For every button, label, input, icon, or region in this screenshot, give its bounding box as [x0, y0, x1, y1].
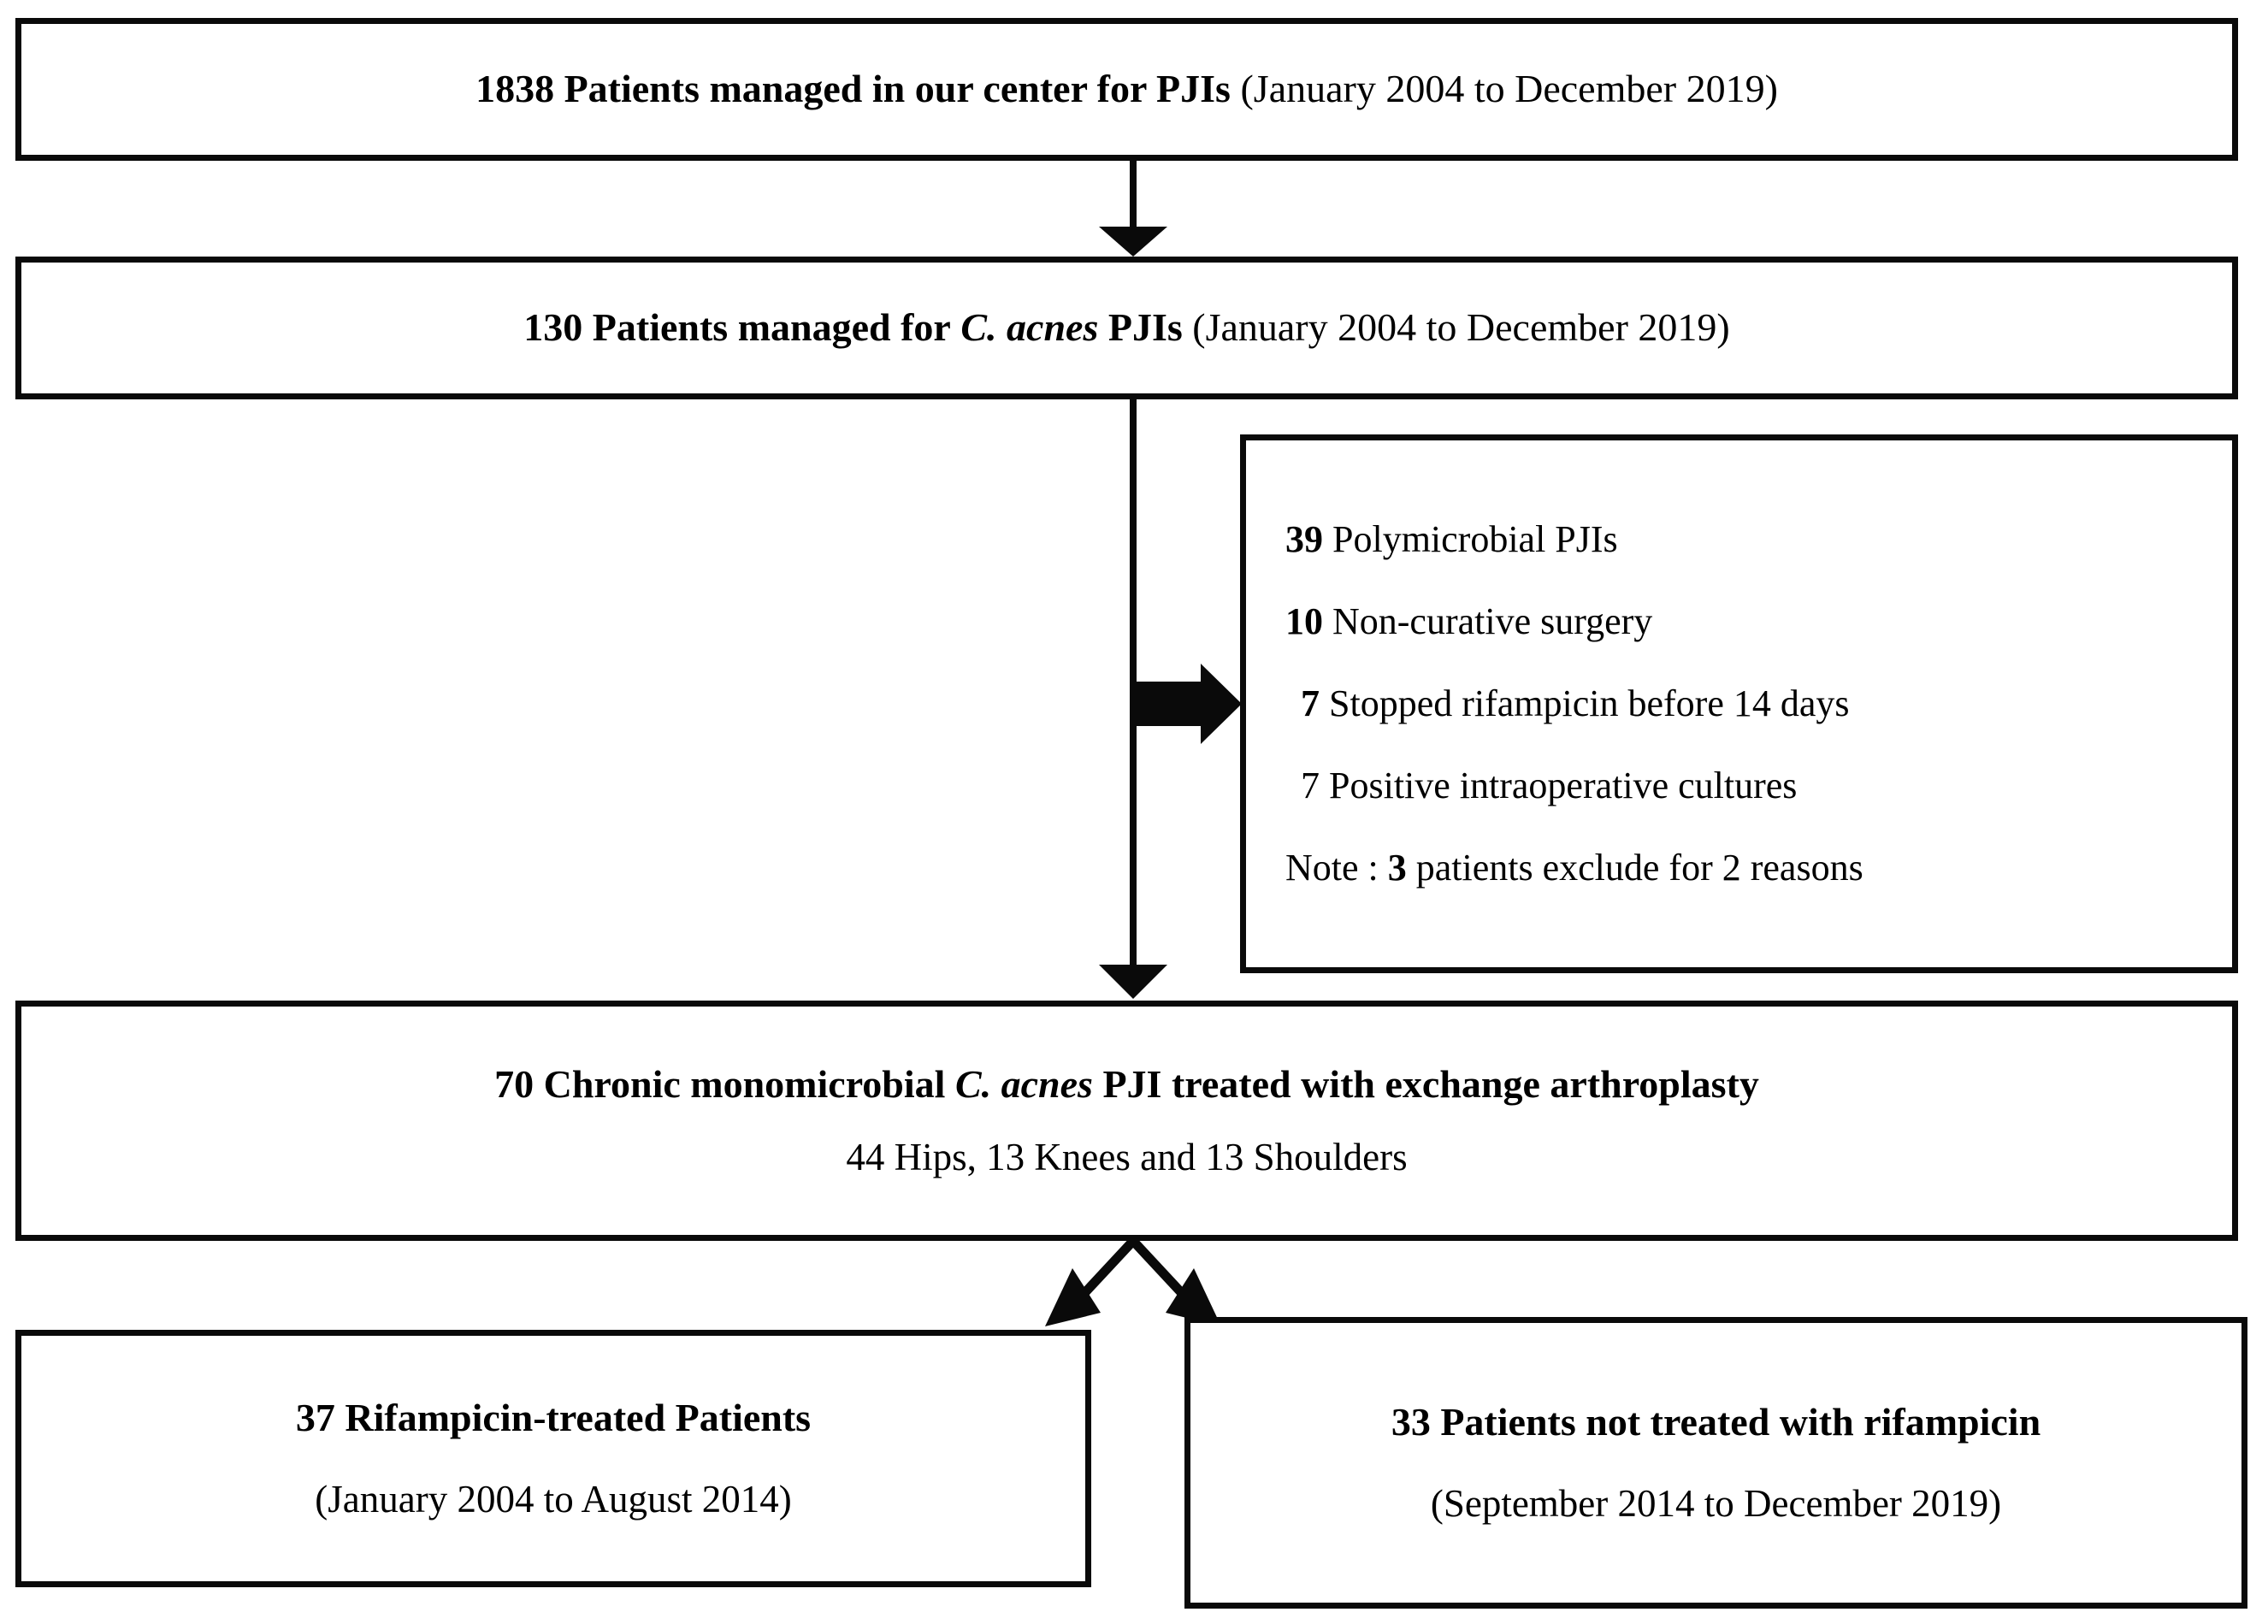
box-norif-label: Patients not treated with rifampicin — [1440, 1400, 2041, 1444]
exclusion-note-count: 3 — [1387, 846, 1407, 889]
box-chronic-sp2 — [945, 1062, 955, 1106]
box-total-label: Patients managed in our center for PJIs — [564, 67, 1231, 111]
box-rif-headline: 37 Rifampicin-treated Patients — [21, 1394, 1085, 1442]
box-cacnes-sp3 — [1098, 305, 1108, 349]
box-cacnes-organism: C. acnes — [960, 305, 1099, 350]
box-total-label-spacer — [554, 67, 564, 110]
box-total-gap — [1231, 67, 1241, 110]
list-item: 7 Stopped rifampicin before 14 days — [1285, 682, 2232, 726]
box-chronic-breakdown: 44 Hips, 13 Knees and 13 Shoulders — [846, 1136, 1408, 1179]
exclusion-gap — [1323, 600, 1332, 642]
box-norif-count: 33 — [1391, 1400, 1431, 1444]
box-cacnes-sp2 — [951, 305, 961, 349]
exclusion-note-prefix: Note : — [1285, 846, 1388, 889]
box-cacnes-text: 130 Patients managed for C. acnes PJIs (… — [21, 304, 2232, 351]
exclusion-count: 10 — [1285, 600, 1323, 643]
exclusion-count: 7 — [1301, 764, 1320, 806]
exclusion-text: Stopped rifampicin before 14 days — [1329, 682, 1850, 725]
box-chronic-count: 70 — [494, 1062, 535, 1106]
box-cacnes-sp1 — [582, 305, 593, 349]
box-rif-period: (January 2004 to August 2014) — [315, 1478, 792, 1521]
exclusion-text: Non-curative surgery — [1332, 600, 1653, 643]
box-total-text: 1838 Patients managed in our center for … — [21, 65, 2232, 113]
box-chronic-cohort: 70 Chronic monomicrobial C. acnes PJI tr… — [15, 1001, 2238, 1241]
list-item: 39 Polymicrobial PJIs — [1285, 517, 2232, 562]
box-total-period: (January 2004 to December 2019) — [1240, 67, 1778, 111]
exclusion-text: Positive intraoperative cultures — [1329, 764, 1798, 806]
box-cacnes-patients: 130 Patients managed for C. acnes PJIs (… — [15, 257, 2238, 399]
box-chronic-label-after: PJI treated with exchange arthroplasty — [1102, 1062, 1759, 1106]
box-rif-sp — [335, 1396, 346, 1439]
exclusion-text: Polymicrobial PJIs — [1332, 518, 1618, 561]
box-rif-label: Rifampicin-treated Patients — [345, 1396, 812, 1439]
box-exclusions: 39 Polymicrobial PJIs 10 Non-curative su… — [1240, 434, 2238, 973]
box-cacnes-period: (January 2004 to December 2019) — [1192, 305, 1730, 350]
list-item: 7 Positive intraoperative cultures — [1285, 764, 2232, 808]
list-item: 10 Non-curative surgery — [1285, 599, 2232, 644]
box-total-count: 1838 — [475, 67, 555, 111]
exclusion-gap — [1323, 518, 1332, 560]
box-rif-count: 37 — [295, 1396, 335, 1439]
exclusion-count: 7 — [1301, 682, 1320, 725]
exclusion-gap — [1320, 765, 1329, 806]
box-total-patients: 1838 Patients managed in our center for … — [15, 18, 2238, 161]
box-rifampicin-not-treated: 33 Patients not treated with rifampicin … — [1184, 1317, 2247, 1609]
box-chronic-sp3 — [1093, 1062, 1103, 1106]
connector-chronic-to-rif — [1045, 1237, 1137, 1326]
connector-chronic-to-norif — [1129, 1237, 1221, 1326]
box-rifampicin-treated: 37 Rifampicin-treated Patients (January … — [15, 1330, 1091, 1587]
connector-total-to-cacnes — [1099, 161, 1167, 257]
box-chronic-organism: C. acnes — [954, 1062, 1093, 1106]
exclusion-count: 39 — [1285, 518, 1323, 561]
connector-cacnes-to-exclusions — [1137, 664, 1242, 744]
box-chronic-headline: 70 Chronic monomicrobial C. acnes PJI tr… — [21, 1060, 2232, 1108]
exclusion-note-suffix: patients exclude for 2 reasons — [1406, 846, 1863, 889]
box-norif-sp — [1431, 1400, 1441, 1444]
box-chronic-sp1 — [534, 1062, 544, 1106]
box-cacnes-label-after: PJIs — [1107, 305, 1183, 350]
box-cacnes-count: 130 — [523, 305, 583, 350]
box-norif-headline: 33 Patients not treated with rifampicin — [1190, 1398, 2241, 1446]
exclusion-note: Note : 3 patients exclude for 2 reasons — [1285, 846, 2232, 890]
box-chronic-label-before: Chronic monomicrobial — [543, 1062, 946, 1106]
box-cacnes-label-before: Patients managed for — [592, 305, 951, 350]
exclusion-list: 39 Polymicrobial PJIs 10 Non-curative su… — [1285, 517, 2232, 890]
box-norif-period: (September 2014 to December 2019) — [1430, 1482, 2002, 1526]
exclusion-gap — [1320, 682, 1329, 724]
box-cacnes-sp4 — [1183, 305, 1193, 349]
connector-cacnes-to-chronic — [1099, 399, 1167, 999]
